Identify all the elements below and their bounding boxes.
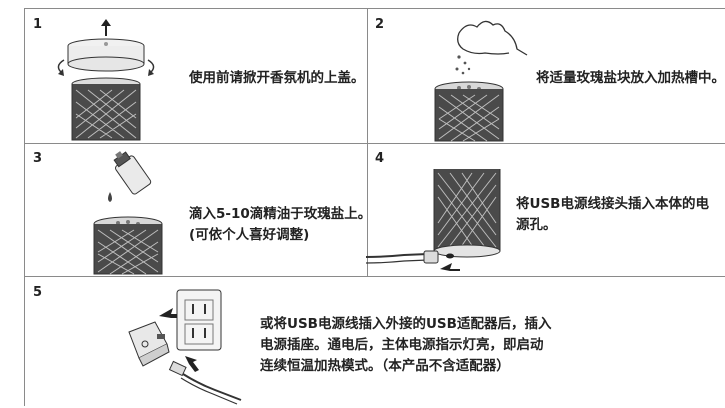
usb-plug-base-icon [364,153,504,275]
step-5-text-line-2: 电源插座。通电后，主体电源指示灯亮，即启动 [260,337,544,353]
step-4-text: 将USB电源线接头插入本体的电 源孔。 [516,194,709,236]
step-3-number: 3 [33,151,43,166]
step-5-number: 5 [33,285,43,300]
step-5-text-line-3: 连续恒温加热模式。（本产品不含适配器） [260,358,510,374]
lift-lid-diffuser-icon [44,18,179,147]
grid-line-row2 [24,276,725,277]
step-5-text-line-1: 或将USB电源线插入外接的USB适配器后，插入 [260,316,552,332]
grid-line-left [24,8,25,406]
step-1-text-line: 使用前请掀开香氛机的上盖。 [189,70,365,86]
oil-bottle-drop-icon [64,148,184,280]
step-4-text-line-2: 源孔。 [516,217,557,233]
adapter-wall-socket-icon [119,286,259,408]
grid-line-row1 [24,143,725,144]
hand-pour-salt-icon [419,13,529,147]
step-3-text: 滴入5-10滴精油于玫瑰盐上。 (可依个人喜好调整) [189,204,371,246]
step-2-text-line: 将适量玫瑰盐块放入加热槽中。 [536,70,725,86]
step-3-text-line-1: 滴入5-10滴精油于玫瑰盐上。 [189,206,372,222]
grid-line-top [24,8,725,9]
instruction-sheet: 1 [24,8,725,406]
step-1-text: 使用前请掀开香氛机的上盖。 [189,68,365,89]
step-1-number: 1 [33,17,43,32]
step-2-text: 将适量玫瑰盐块放入加热槽中。 [536,68,725,89]
step-3-text-line-2: (可依个人喜好调整) [189,227,310,243]
step-4-number: 4 [375,151,385,166]
grid-line-middle [367,8,368,276]
step-2-number: 2 [375,17,385,32]
step-4-text-line-1: 将USB电源线接头插入本体的电 [516,196,709,212]
step-5-text: 或将USB电源线插入外接的USB适配器后，插入 电源插座。通电后，主体电源指示灯… [260,314,551,377]
